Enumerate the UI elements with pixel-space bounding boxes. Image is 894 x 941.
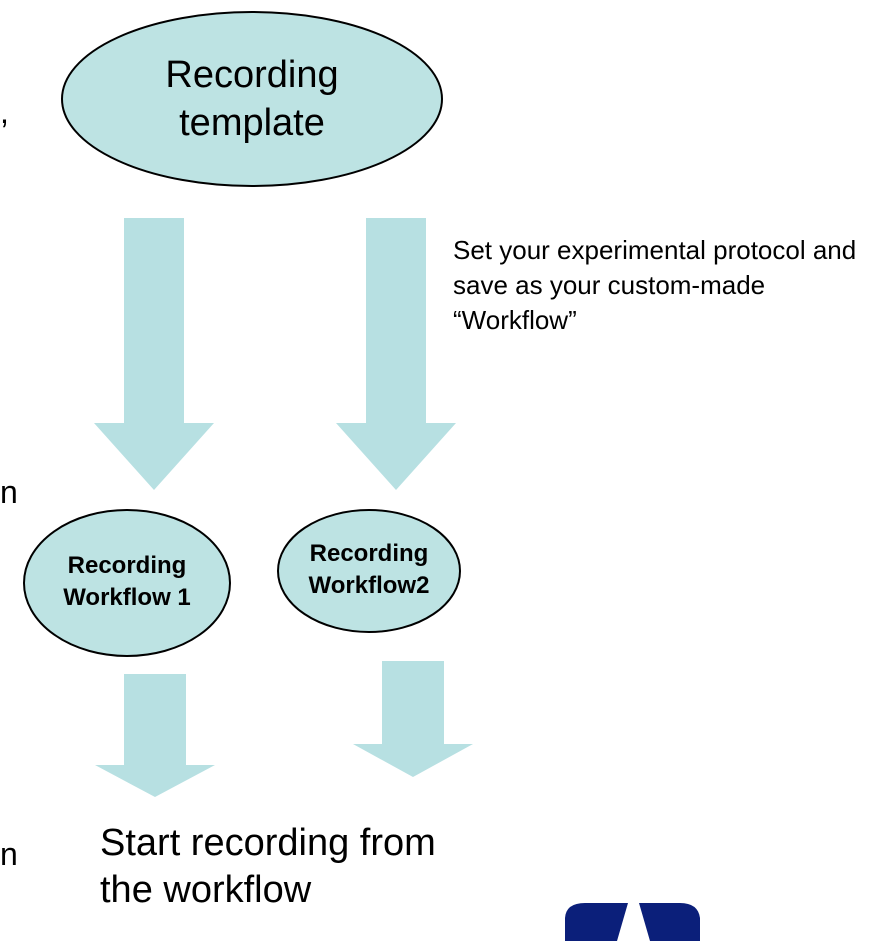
- arrow-workflow2-to-start: [353, 661, 473, 777]
- workflow1-node: [23, 509, 231, 657]
- arrow-template-to-workflow2: [336, 218, 456, 490]
- edge-fragment-middle: n: [0, 474, 18, 510]
- edge-fragment-bottom: n: [0, 836, 18, 872]
- workflow-annotation: Set your experimental protocol and save …: [453, 235, 857, 335]
- template-node-label: Recording template: [165, 54, 339, 144]
- workflow1-node-label: Recording Workflow 1: [63, 552, 191, 611]
- arrow-template-to-workflow1: [94, 218, 214, 490]
- workflow2-node-label: Recording Workflow2: [308, 540, 430, 599]
- arrow-workflow1-to-start: [95, 674, 215, 797]
- workflow2-node: [277, 509, 461, 633]
- logo-star-icon: [617, 903, 650, 941]
- template-node: [61, 11, 443, 187]
- start-recording-caption: Start recording from the workflow: [100, 822, 436, 911]
- edge-fragment-top: ,: [0, 94, 9, 130]
